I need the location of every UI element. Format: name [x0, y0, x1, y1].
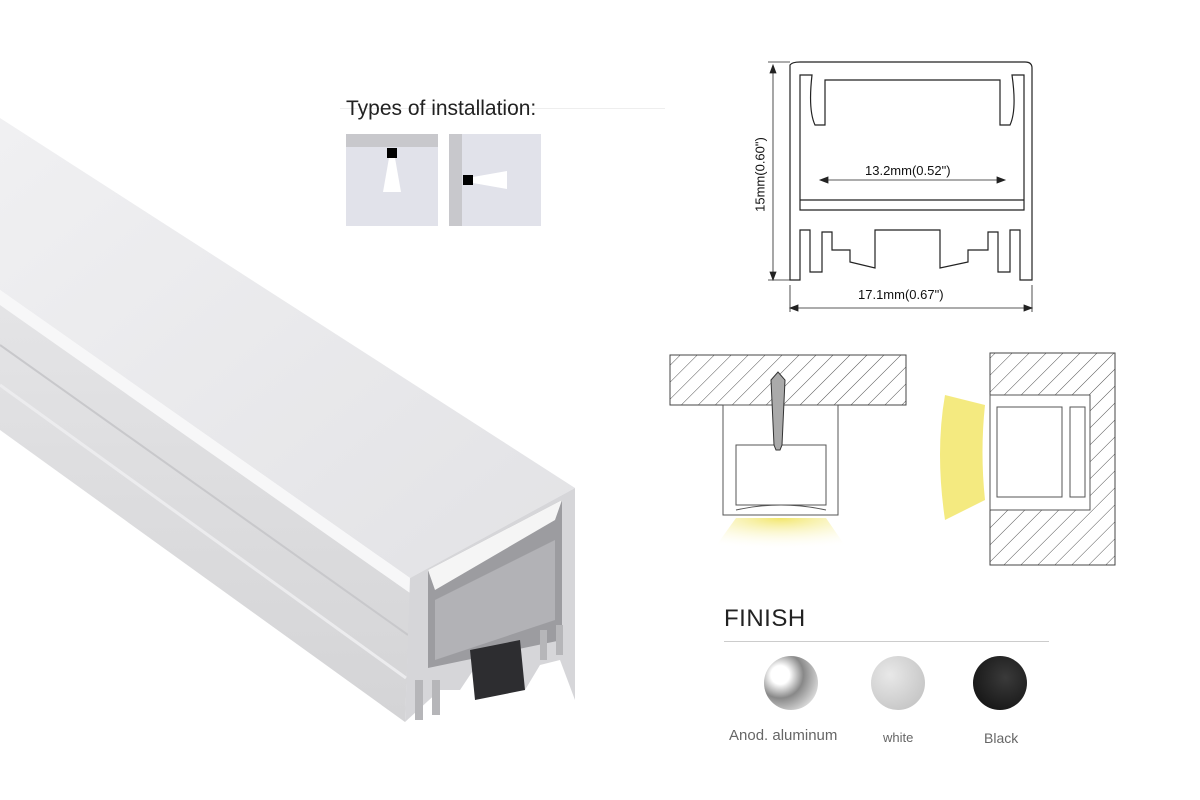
divider — [724, 641, 1049, 642]
finish-label-white: white — [883, 730, 914, 745]
finish-label-anodized: Anod. aluminum — [729, 727, 838, 744]
height-label: 15mm(0.60") — [752, 137, 768, 212]
finish-swatch-black[interactable] — [973, 656, 1027, 710]
finish-title: FINISH — [724, 605, 806, 632]
wall-mount-icon — [449, 134, 541, 226]
inner-width-label: 13.2mm(0.52") — [865, 163, 951, 178]
finish-label-black: Black — [984, 730, 1019, 746]
finish-swatch-white[interactable] — [871, 656, 925, 710]
profile-product-photo — [0, 118, 575, 722]
outer-width-label: 17.1mm(0.67") — [858, 287, 944, 302]
ceiling-mount-drawing — [669, 354, 907, 550]
installation-title: Types of installation: — [346, 97, 537, 120]
ceiling-mount-icon — [346, 134, 438, 226]
wall-mount-drawing — [940, 352, 1116, 566]
finish-swatch-anodized[interactable] — [764, 656, 818, 710]
cross-section-drawing — [768, 61, 1034, 312]
divider — [340, 108, 665, 109]
